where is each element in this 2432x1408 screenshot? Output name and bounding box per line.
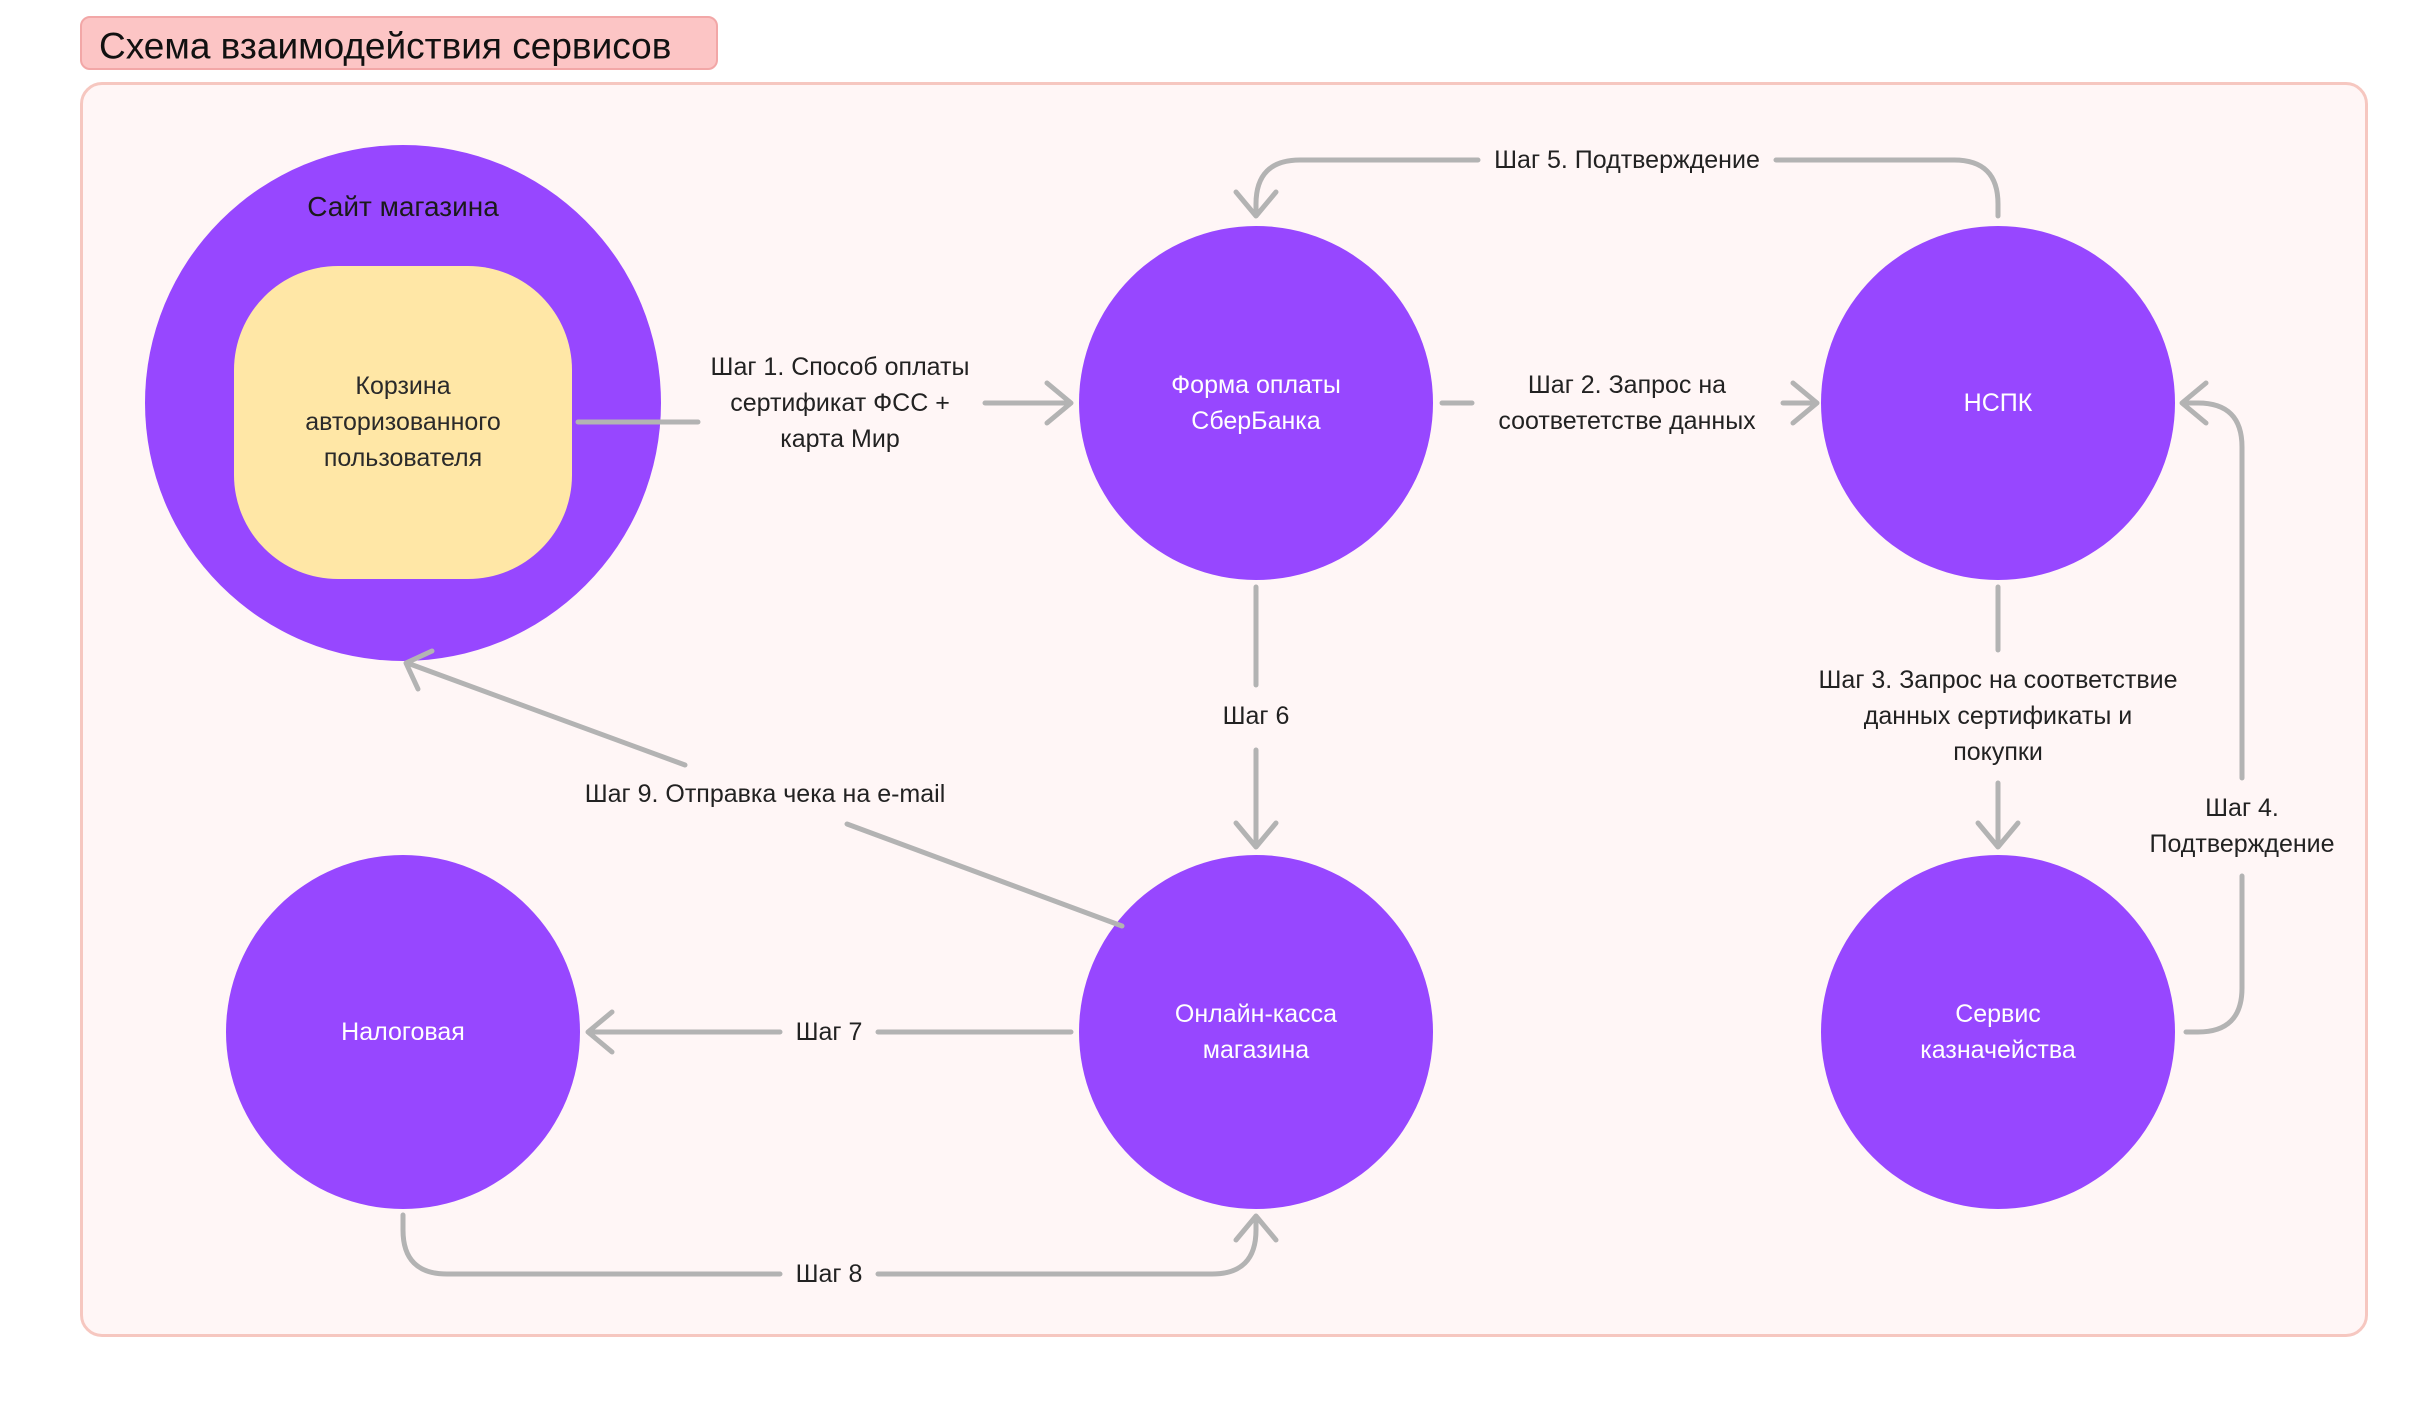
title-badge: [80, 16, 718, 70]
step4-connector: [2183, 400, 2245, 781]
tax-label: Налоговая: [341, 1018, 465, 1046]
step2-label: Шаг 2. Запрос на соответетстве данных: [1492, 367, 1762, 439]
step7-arrowhead: [585, 1009, 615, 1055]
step8-connector: [875, 1217, 1259, 1277]
node-cart[interactable]: [234, 266, 572, 579]
step8-label: Шаг 8: [789, 1256, 869, 1292]
step5-arrowhead: [1233, 189, 1279, 219]
step8-arrowhead: [1233, 1213, 1279, 1243]
sber-form-label: Форма оплаты СберБанка: [1171, 371, 1341, 435]
cashbox-label: Онлайн-касса магазина: [1174, 1000, 1338, 1064]
step9-connector: [407, 661, 688, 768]
node-sber-form[interactable]: [1079, 226, 1433, 580]
step3-label: Шаг 3. Запрос на соответствие данных сер…: [1812, 662, 2184, 770]
step1-label: Шаг 1. Способ оплаты сертификат ФСС + ка…: [704, 349, 976, 457]
step9-arrowhead: [403, 648, 435, 692]
step3-arrowhead: [1975, 820, 2021, 850]
step6-label: Шаг 6: [1216, 698, 1296, 734]
node-nspk[interactable]: [1821, 226, 2175, 580]
node-tax[interactable]: [226, 855, 580, 1209]
step2-arrowhead: [1790, 380, 1820, 426]
step6-arrowhead: [1233, 820, 1279, 850]
step1-arrowhead: [1044, 380, 1074, 426]
node-treasury[interactable]: [1821, 855, 2175, 1209]
node-cashbox[interactable]: [1079, 855, 1433, 1209]
step5-connector: [1773, 157, 2001, 219]
treasury-label: Сервис казначейства: [1920, 1000, 2076, 1064]
step4-label: Шаг 4. Подтверждение: [2143, 790, 2341, 862]
step8-connector: [400, 1212, 783, 1277]
nspk-label: НСПК: [1963, 389, 2033, 417]
step5-connector: [1253, 157, 1481, 215]
step4-connector: [2183, 873, 2245, 1035]
step7-label: Шаг 7: [789, 1014, 869, 1050]
site-label: Сайт магазина: [307, 191, 499, 222]
step9-connector: [844, 821, 1125, 929]
page-title: Схема взаимодействия сервисов: [99, 25, 672, 67]
step5-label: Шаг 5. Подтверждение: [1488, 142, 1766, 178]
cart-label: Корзина авторизованного пользователя: [305, 372, 501, 472]
step9-label: Шаг 9. Отправка чека на e-mail: [578, 776, 952, 812]
step4-arrowhead: [2179, 380, 2209, 426]
